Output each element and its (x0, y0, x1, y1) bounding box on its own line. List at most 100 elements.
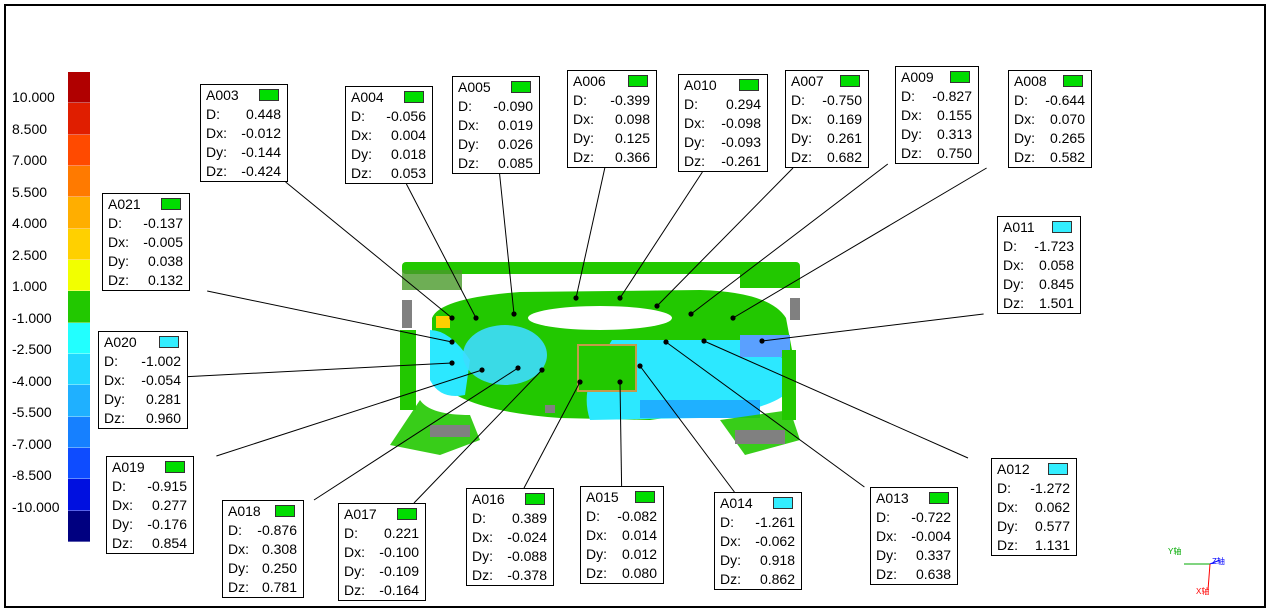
field-label: Dy: (791, 130, 812, 146)
deviation-row-d: D:-0.827 (896, 87, 978, 106)
field-label: Dz: (112, 535, 133, 551)
deviation-row-dz: Dz:0.366 (568, 148, 656, 167)
anchor-point-a021[interactable] (449, 339, 455, 345)
field-label: D: (1003, 238, 1017, 254)
legend-label: -4.000 (12, 372, 52, 389)
anchor-point-a009[interactable] (688, 311, 694, 317)
field-value: 0.058 (1038, 257, 1074, 273)
deviation-row-dx: Dx:-0.012 (201, 124, 287, 143)
status-swatch (1063, 75, 1083, 87)
anchor-point-a012[interactable] (701, 338, 707, 344)
field-value: 0.313 (936, 126, 972, 142)
point-id: A017 (344, 506, 377, 522)
status-swatch (275, 505, 295, 517)
callout-header: A005 (453, 77, 539, 97)
callout-header: A016 (467, 489, 553, 509)
leader-line-a008 (732, 167, 987, 319)
point-id: A004 (351, 89, 384, 105)
field-value: -0.054 (141, 372, 181, 388)
axis-z-label: Z轴 (1212, 557, 1225, 566)
anchor-point-a003[interactable] (449, 315, 455, 321)
anchor-point-a011[interactable] (759, 338, 765, 344)
field-value: -0.176 (147, 516, 187, 532)
callout-header: A012 (992, 459, 1076, 479)
deviation-row-d: D:-1.002 (99, 352, 187, 371)
callout-header: A011 (998, 217, 1080, 237)
field-value: -0.093 (721, 134, 761, 150)
callout-header: A017 (339, 504, 425, 524)
field-label: Dz: (228, 579, 249, 595)
anchor-point-a013[interactable] (663, 339, 669, 345)
field-label: Dx: (351, 127, 372, 143)
field-value: 0.294 (725, 96, 761, 112)
field-label: Dx: (997, 499, 1018, 515)
anchor-point-a014[interactable] (637, 363, 643, 369)
anchor-point-a010[interactable] (617, 295, 623, 301)
status-swatch (159, 336, 179, 348)
anchor-point-a007[interactable] (654, 303, 660, 309)
point-id: A009 (901, 69, 934, 85)
deviation-row-dy: Dy:0.313 (896, 125, 978, 144)
field-label: D: (351, 108, 365, 124)
field-label: Dz: (1014, 149, 1035, 165)
anchor-point-a005[interactable] (511, 311, 517, 317)
anchor-point-a006[interactable] (573, 295, 579, 301)
anchor-point-a004[interactable] (473, 315, 479, 321)
field-value: -1.002 (141, 353, 181, 369)
legend-label: 2.500 (12, 246, 48, 263)
field-label: D: (684, 96, 698, 112)
deviation-row-dx: Dx:0.058 (998, 256, 1080, 275)
deviation-row-d: D:-1.723 (998, 237, 1080, 256)
field-label: D: (720, 514, 734, 530)
legend-label: -2.500 (12, 341, 52, 357)
deviation-row-d: D:-0.090 (453, 97, 539, 116)
field-value: -0.915 (147, 478, 187, 494)
field-label: Dz: (351, 165, 372, 181)
anchor-point-a019[interactable] (479, 367, 485, 373)
field-label: Dx: (586, 527, 607, 543)
anchor-point-a018[interactable] (515, 365, 521, 371)
callout-header: A006 (568, 71, 656, 91)
deviation-row-dy: Dy:0.281 (99, 390, 187, 409)
anchor-point-a020[interactable] (449, 360, 455, 366)
anchor-point-a008[interactable] (730, 315, 736, 321)
anchor-point-a015[interactable] (617, 379, 623, 385)
legend-swatch (68, 322, 90, 354)
anchor-point-a016[interactable] (577, 379, 583, 385)
field-value: -0.088 (507, 548, 547, 564)
field-label: Dy: (997, 518, 1018, 534)
legend-swatch (68, 166, 90, 198)
anchor-point-a017[interactable] (539, 367, 545, 373)
legend-swatch (68, 291, 90, 323)
field-value: 0.960 (145, 410, 181, 426)
field-value: -0.137 (143, 215, 183, 231)
deviation-row-d: D:-0.722 (871, 508, 957, 527)
legend-label: 8.500 (12, 120, 48, 137)
status-swatch (929, 492, 949, 504)
anchor-points (449, 295, 765, 385)
field-value: 0.854 (151, 535, 187, 551)
field-value: -0.144 (241, 144, 281, 160)
status-swatch (525, 493, 545, 505)
deviation-row-dx: Dx:0.098 (568, 110, 656, 129)
